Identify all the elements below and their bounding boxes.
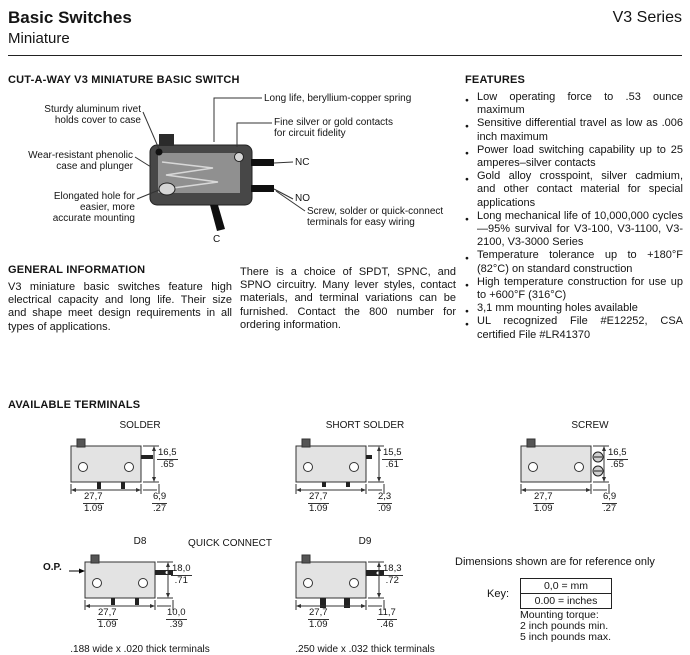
- feature-item: High temperature construction for use up…: [465, 276, 683, 302]
- mounting-torque-max: 5 inch pounds max.: [520, 631, 612, 643]
- terminal-type-label: SOLDER: [119, 420, 161, 431]
- callout-contacts: Fine silver or gold contacts for circuit…: [274, 117, 393, 139]
- terminal-label-no: NO: [295, 193, 310, 204]
- series-label: V3 Series: [612, 9, 682, 26]
- terminal-type-label: D9: [358, 536, 372, 547]
- page-subtitle: Miniature: [8, 30, 70, 47]
- key-mm: 0,0 = mm: [521, 579, 611, 594]
- callout-rivet: Sturdy aluminum rivet holds cover to cas…: [44, 104, 141, 126]
- terminal-type-label: D8: [133, 536, 147, 547]
- switch-side-view-art: [295, 554, 385, 610]
- callout-spring: Long life, beryllium-copper spring: [264, 93, 412, 104]
- header-rule: [8, 55, 682, 56]
- general-information-heading: GENERAL INFORMATION: [8, 264, 146, 276]
- terminal-caption: .188 wide x .020 thick terminals: [70, 644, 210, 655]
- height-dimension: 15,5.61: [382, 447, 403, 470]
- switch-side-view-art: [520, 438, 610, 494]
- extension-dimension: 6,9.27: [152, 491, 168, 514]
- callout-hole: Elongated hole for easier, more accurate…: [52, 191, 135, 224]
- reference-note: Dimensions shown are for reference only: [455, 556, 655, 568]
- feature-item: Long mechanical life of 10,000,000 cycle…: [465, 210, 683, 250]
- key-box: 0,0 = mm 0.00 = inches: [520, 578, 612, 609]
- height-dimension: 16,5.65: [607, 447, 628, 470]
- feature-item: 3,1 mm mounting holes available: [465, 302, 683, 318]
- key-label: Key:: [487, 588, 510, 600]
- feature-item: Temperature tolerance up to +180°F (82°C…: [465, 249, 683, 275]
- general-information-col1: V3 miniature basic switches feature high…: [8, 281, 232, 333]
- feature-item: UL recognized File #E12252, CSA certifie…: [465, 315, 683, 341]
- terminal-caption: .250 wide x .032 thick terminals: [295, 644, 435, 655]
- feature-item: Sensitive differential travel as low as …: [465, 117, 683, 143]
- cutaway-heading: CUT-A-WAY V3 MINIATURE BASIC SWITCH: [8, 74, 240, 86]
- feature-item: Power load switching capability up to 25…: [465, 144, 683, 170]
- height-dimension: 18,3.72: [382, 563, 403, 586]
- quick-connect-label: QUICK CONNECT: [188, 538, 272, 549]
- terminal-label-nc: NC: [295, 157, 310, 168]
- height-dimension: 16,5.65: [157, 447, 178, 470]
- feature-item: Gold alloy crosspoint, silver cadmium, a…: [465, 170, 683, 210]
- extension-dimension: 2,3.09: [377, 491, 393, 514]
- switch-side-view-art: [70, 438, 160, 494]
- terminal-type-label: SHORT SOLDER: [325, 420, 405, 431]
- extension-dimension: 10,0.39: [166, 607, 187, 630]
- feature-item: Low operating force to .53 ounce maximum: [465, 91, 683, 117]
- general-information-col2: There is a choice of SPDT, SPNC, and SPN…: [240, 266, 456, 331]
- extension-dimension: 6,9.27: [602, 491, 618, 514]
- available-terminals-heading: AVAILABLE TERMINALS: [8, 399, 141, 411]
- terminal-type-label: SCREW: [571, 420, 609, 431]
- mounting-torque-min: 2 inch pounds min.: [520, 620, 609, 632]
- features-list: Low operating force to .53 ounce maximum…: [465, 91, 683, 342]
- height-dimension: 18,0.71: [171, 563, 192, 586]
- features-heading: FEATURES: [465, 74, 526, 86]
- callout-terminals: Screw, solder or quick-connect terminals…: [307, 206, 444, 228]
- switch-side-view-art: [295, 438, 385, 494]
- key-inches: 0.00 = inches: [534, 595, 598, 607]
- cutaway-diagram: Long life, beryllium-copper spring Fine …: [8, 90, 458, 262]
- page-title: Basic Switches: [8, 8, 132, 27]
- callout-case: Wear-resistant phenolic case and plunger: [28, 150, 133, 172]
- operating-position-label: O.P.: [43, 562, 62, 573]
- cutaway-art: [134, 97, 306, 231]
- mounting-torque-title: Mounting torque:: [520, 609, 599, 621]
- switch-side-view-art: [69, 554, 174, 610]
- extension-dimension: 11,7.46: [377, 607, 397, 630]
- terminal-label-c: C: [213, 234, 221, 245]
